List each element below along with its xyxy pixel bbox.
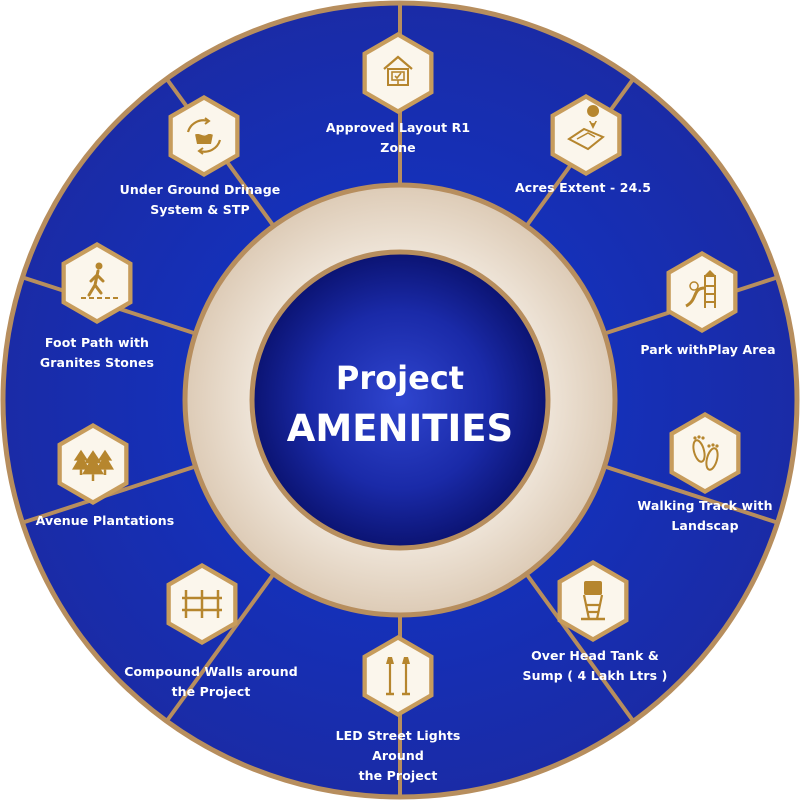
fence-icon [166, 563, 238, 645]
amenity-label: Foot Path with Granites Stones [39, 335, 155, 370]
amenity-label: Park withPlay Area [640, 342, 776, 357]
amenity-label: Compound Walls around the Project [124, 664, 298, 699]
street-lights-icon [362, 635, 434, 717]
pedestrian-icon [61, 242, 133, 324]
playground-icon [666, 251, 738, 333]
amenity-label: Approved Layout R1 Zone [325, 120, 471, 155]
amenity-label: Avenue Plantations [35, 513, 175, 528]
amenity-label: Walking Track with Landscap [637, 498, 773, 533]
center-title-line1: Project [335, 359, 465, 397]
amenity-label: Acres Extent - 24.5 [514, 180, 652, 195]
center-disc [249, 249, 551, 551]
amenity-label: Over Head Tank & Sump ( 4 Lakh Ltrs ) [522, 648, 668, 683]
house-monitor-icon [362, 32, 434, 114]
drainage-icon [168, 95, 240, 177]
center-disc-layer [249, 249, 551, 551]
amenity-label: LED Street Lights Around the Project [335, 728, 461, 783]
trees-icon [57, 423, 129, 505]
footprints-icon [669, 412, 741, 494]
amenity-label: Under Ground Drinage System & STP [119, 182, 281, 217]
center-title-line2: AMENITIES [286, 407, 514, 450]
map-pin-icon [550, 94, 622, 176]
water-tank-icon [557, 560, 629, 642]
icons-layer [57, 32, 741, 717]
